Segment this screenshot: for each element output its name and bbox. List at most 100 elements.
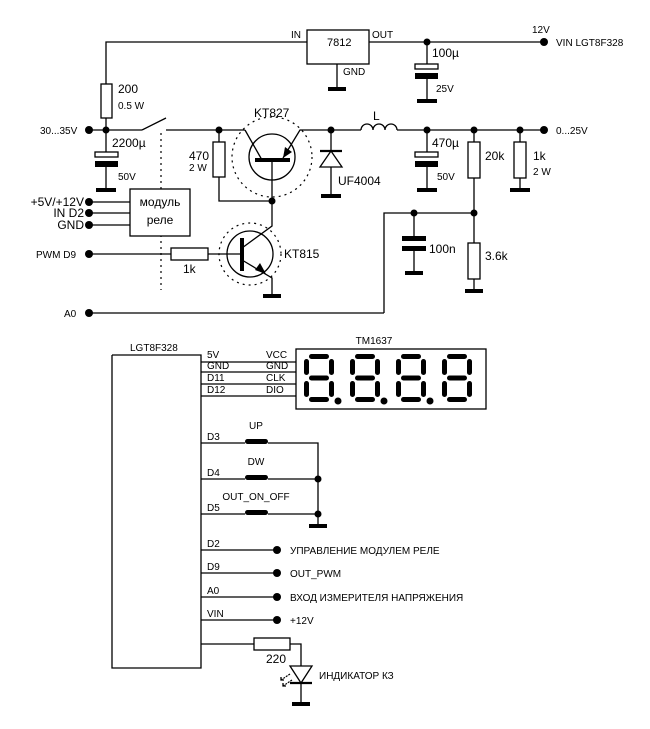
capacitor-100n — [402, 236, 426, 241]
display-decimal-point — [334, 397, 342, 405]
button-up[interactable] — [245, 439, 268, 444]
r20k-value: 20k — [485, 149, 505, 163]
display-segment — [447, 375, 467, 381]
relay-module-label-2: реле — [147, 213, 174, 227]
display-pin-dio: DIO — [266, 385, 284, 396]
darlington-section: 470 2 W KT827 — [189, 106, 330, 205]
display-segment — [350, 359, 355, 375]
c470-value: 470µ — [432, 136, 459, 150]
display-segment — [396, 359, 401, 375]
output-section: UF4004 L 0...25V 470µ 50V 20k 1k 2 W — [318, 109, 588, 313]
c100u-voltage: 25V — [436, 84, 454, 95]
transistor-kt815 — [226, 230, 274, 278]
button-out-on-off[interactable] — [245, 510, 268, 515]
emitter-arrow-icon — [255, 263, 266, 274]
button-out-label: OUT_ON_OFF — [222, 492, 289, 503]
display-segment — [355, 375, 375, 381]
conn-d2-label: УПРАВЛЕНИЕ МОДУЛЕМ РЕЛЕ — [290, 546, 440, 557]
conn-d9-label: OUT_PWM — [290, 569, 341, 580]
r200-power: 0.5 W — [118, 101, 145, 112]
relay-module-label-1: модуль — [140, 195, 181, 209]
terminal-d9[interactable] — [273, 569, 281, 577]
c2200-voltage: 50V — [118, 172, 136, 183]
display-segment — [350, 381, 355, 397]
regulator-7812 — [306, 29, 370, 65]
display-segment — [447, 397, 467, 402]
c100u-value: 100µ — [432, 46, 459, 60]
indicator-label: ИНДИКАТОР КЗ — [319, 671, 394, 682]
display-segment — [421, 381, 426, 397]
resistor-1k-load — [513, 141, 527, 179]
conn-d9-pin: D9 — [207, 562, 220, 573]
display-segment — [396, 381, 401, 397]
button-dw[interactable] — [245, 475, 268, 480]
terminal-output[interactable] — [540, 126, 548, 134]
q2-label: KT815 — [284, 247, 320, 261]
resistor-20k — [467, 141, 481, 179]
pwm-label: PWM D9 — [36, 250, 76, 261]
button-up-pin: D3 — [207, 432, 220, 443]
emitter-arrow-icon — [283, 147, 292, 158]
display-digit — [350, 354, 388, 405]
mcu-section: LGT8F328 5V GND D11 D12 VCC GND CLK DIO … — [111, 336, 487, 706]
display-decimal-point — [426, 397, 434, 405]
relay-gnd-label: GND — [57, 218, 84, 232]
display-segment — [304, 359, 309, 375]
display-digit — [304, 354, 342, 405]
display-segment — [442, 359, 447, 375]
terminal-a0-mcu[interactable] — [273, 593, 281, 601]
relay-power-label: +5V/+12V — [31, 195, 84, 209]
conn-vin-label: +12V — [290, 616, 314, 627]
display-name: TM1637 — [356, 336, 393, 347]
display-segment — [309, 375, 329, 381]
resistor-200 — [100, 83, 113, 119]
r220-value: 220 — [266, 652, 286, 666]
output-label: 0...25V — [556, 126, 588, 137]
terminal-vin[interactable] — [540, 38, 548, 46]
terminal-d2[interactable] — [273, 546, 281, 554]
c100n-value: 100n — [429, 242, 456, 256]
adc-label: A0 — [64, 309, 77, 320]
display-pin-gnd: GND — [266, 361, 288, 372]
display-segment — [442, 381, 447, 397]
junction-dot — [314, 475, 322, 483]
resistor-470 — [212, 141, 226, 178]
diode-label: UF4004 — [338, 174, 381, 188]
button-out-pin: D5 — [207, 503, 220, 514]
resistor-220 — [253, 637, 291, 651]
regulator-pin-in: IN — [291, 30, 301, 41]
conn-a0-pin: A0 — [207, 586, 220, 597]
relay-in-label: IN D2 — [53, 206, 84, 220]
r200-value: 200 — [118, 82, 138, 96]
vin-label: VIN LGT8F328 — [556, 38, 624, 49]
display-segment — [309, 354, 329, 359]
display-segment — [329, 359, 334, 375]
resistor-3-6k — [467, 242, 481, 280]
display-decimal-point — [380, 397, 388, 405]
conn-vin-pin: VIN — [207, 609, 224, 620]
c2200-value: 2200µ — [112, 136, 146, 150]
display-segment — [375, 359, 380, 375]
display-segment — [375, 381, 380, 397]
button-dw-label: DW — [248, 457, 265, 468]
display-segment — [355, 397, 375, 402]
regulator-pin-out: OUT — [372, 30, 393, 41]
conn-d2-pin: D2 — [207, 539, 220, 550]
terminal-vin-mcu[interactable] — [273, 616, 281, 624]
display-digit — [396, 354, 434, 405]
display-digit — [442, 354, 472, 402]
inductor-label: L — [373, 109, 380, 123]
display-segment — [355, 354, 375, 359]
r36k-value: 3.6k — [485, 249, 509, 263]
r470-value: 470 — [189, 149, 209, 163]
regulator-section: 7812 IN OUT GND 12V VIN LGT8F328 100µ 25… — [100, 25, 624, 130]
inductor-l — [360, 123, 398, 131]
diode-uf4004 — [318, 149, 344, 168]
heatsink-outline — [218, 222, 282, 286]
display-segment — [467, 359, 472, 375]
regulator-pin-gnd: GND — [343, 67, 365, 78]
relay-contact — [141, 117, 167, 131]
mcu-pin-gnd: GND — [207, 361, 229, 372]
display-segment — [401, 375, 421, 381]
